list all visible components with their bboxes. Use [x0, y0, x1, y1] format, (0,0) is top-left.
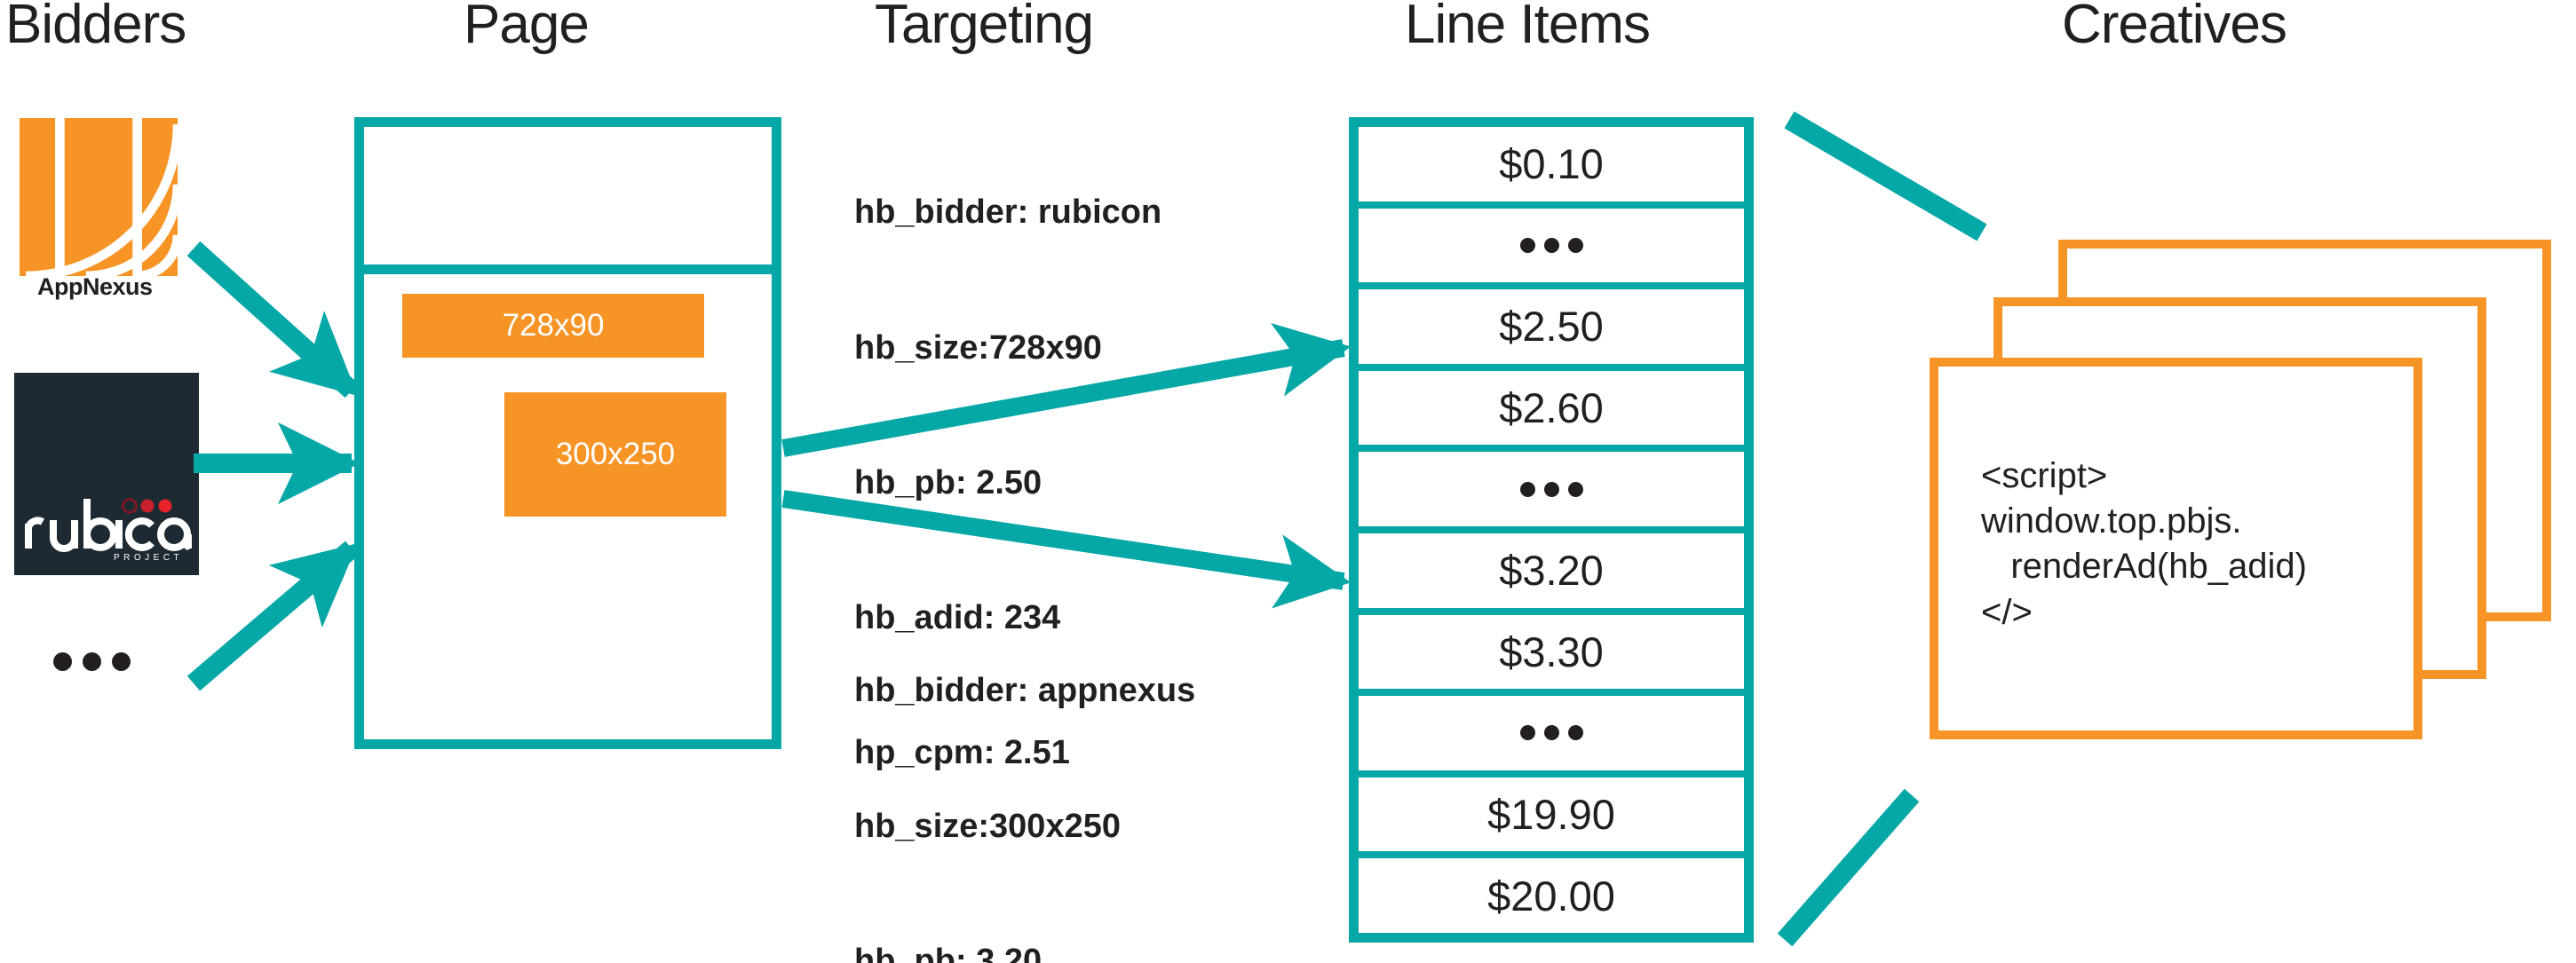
column-heading-creatives: Creatives	[2062, 0, 2287, 55]
line-item-value: $2.50	[1499, 303, 1604, 351]
bidder-label-appnexus: AppNexus	[37, 273, 153, 300]
line-item-ellipsis	[1519, 725, 1583, 741]
page-panel: 728x90 300x250	[354, 117, 781, 749]
line-item-ellipsis	[1519, 237, 1583, 253]
creatives-stack: <script> window.top.pbjs. renderAd(hb_ad…	[1930, 240, 2551, 739]
connector-line-items-to-creatives-top	[1784, 111, 1987, 241]
targeting-line-hb-bidder: hb_bidder: rubicon	[854, 193, 1162, 232]
dot-3	[112, 652, 131, 671]
targeting-line-hb-adid: hb_adid: 234	[854, 598, 1061, 636]
dot-1	[53, 652, 72, 671]
targeting-line-hb-size: hb_size:300x250	[854, 807, 1121, 845]
arrow-appnexus-to-page	[186, 241, 359, 399]
line-item-row[interactable]: $2.60	[1359, 371, 1744, 453]
bidder-more-ellipsis	[53, 652, 131, 671]
line-item-value: $2.60	[1499, 384, 1604, 432]
bidder-logo-appnexus[interactable]: AppNexus	[20, 118, 178, 300]
rubicon-wordmark-icon	[25, 498, 192, 552]
line-item-row[interactable]: $3.30	[1359, 615, 1744, 697]
targeting-line-hb-bidder: hb_bidder: appnexus	[854, 672, 1196, 710]
line-item-row[interactable]: $2.50	[1359, 289, 1744, 371]
line-item-ellipsis	[1519, 481, 1583, 497]
bidder-logo-rubicon[interactable]: PROJECT	[14, 373, 199, 575]
arrow-more-bidders-to-page	[186, 541, 359, 691]
connector-line-items-to-creatives-bottom	[1777, 788, 1920, 947]
line-item-row	[1359, 209, 1744, 290]
targeting-line-hb-size: hb_size:728x90	[854, 328, 1102, 367]
line-item-value: $20.00	[1487, 872, 1615, 920]
line-item-row[interactable]: $0.10	[1359, 127, 1744, 209]
ad-slot-mpu[interactable]: 300x250	[504, 392, 726, 517]
line-items-panel: $0.10 $2.50 $2.60 $3.20 $3.30 $19.90 $20…	[1349, 117, 1754, 943]
line-item-row[interactable]: $3.20	[1359, 533, 1744, 615]
page-header-divider	[364, 264, 772, 274]
column-heading-line-items: Line Items	[1405, 0, 1651, 55]
targeting-line-hb-pb: hb_pb: 3.20	[854, 942, 1042, 963]
ad-slot-leaderboard[interactable]: 728x90	[402, 294, 704, 358]
bidder-sublabel-rubicon: PROJECT	[114, 553, 184, 563]
line-item-value: $3.30	[1499, 628, 1604, 675]
line-item-row[interactable]: $19.90	[1359, 778, 1744, 859]
column-heading-bidders: Bidders	[5, 0, 186, 55]
targeting-line-hp-cpm: hp_cpm: 2.51	[854, 734, 1070, 772]
line-item-row	[1359, 696, 1744, 778]
appnexus-mark-icon	[20, 118, 178, 276]
line-item-row[interactable]: $20.00	[1359, 858, 1744, 933]
line-item-value: $19.90	[1487, 791, 1615, 839]
creative-card-front[interactable]: <script> window.top.pbjs. renderAd(hb_ad…	[1930, 358, 2422, 739]
dot-2	[83, 652, 101, 671]
targeting-line-hb-pb: hb_pb: 2.50	[854, 463, 1042, 501]
column-heading-targeting: Targeting	[875, 0, 1094, 55]
line-item-row	[1359, 452, 1744, 533]
column-heading-page: Page	[464, 0, 590, 55]
line-item-value: $0.10	[1499, 140, 1604, 188]
targeting-block-appnexus: hb_bidder: appnexus hb_size:300x250 hb_p…	[854, 579, 1195, 963]
line-item-value: $3.20	[1499, 547, 1604, 595]
creative-code-snippet: <script> window.top.pbjs. renderAd(hb_ad…	[1981, 456, 2307, 632]
